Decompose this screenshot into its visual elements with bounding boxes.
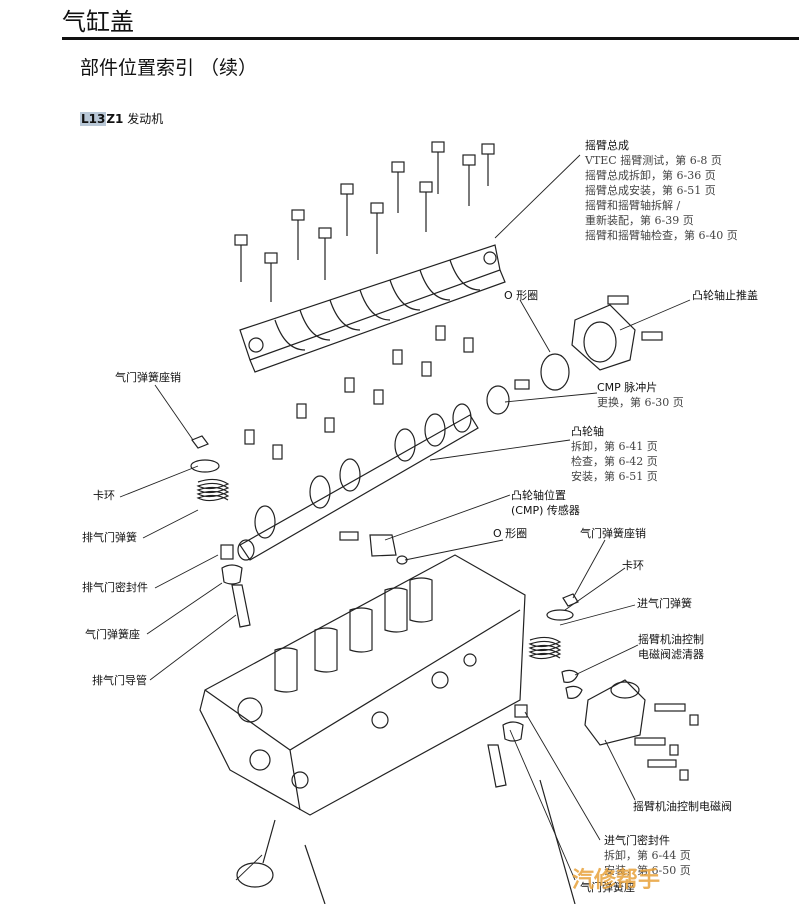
- callout-exhaust-spring: 排气门弹簧: [82, 531, 137, 544]
- cylinder-head: [199, 554, 526, 816]
- callout-rocker-arm-assembly: 摇臂总成 VTEC 摇臂测试，第 6-8 页 摇臂总成拆卸，第 6-36 页 摇…: [585, 138, 738, 243]
- engine-label: L13Z1 发动机: [80, 110, 163, 127]
- engine-text: 发动机: [123, 112, 164, 126]
- camshaft-title: 凸轮轴: [571, 425, 604, 438]
- rocker-assy-ref-5: 重新装配，第 6-39 页: [585, 214, 694, 227]
- left-valve-parts: [190, 435, 251, 628]
- camshaft-ref-1: 拆卸，第 6-41 页: [571, 440, 658, 453]
- leader-lines: [119, 154, 691, 881]
- callout-clip-right: 卡环: [622, 559, 644, 572]
- valves: [236, 779, 576, 904]
- callout-valve-spring-seat: 气门弹簧座: [85, 628, 140, 641]
- dowel-pins: [244, 325, 474, 460]
- oil-filter-line2: 电磁阀滤清器: [638, 648, 704, 661]
- callout-valve-spring-pin-left: 气门弹簧座销: [115, 371, 181, 384]
- rocker-assy-ref-1: VTEC 摇臂测试，第 6-8 页: [585, 154, 722, 167]
- callout-cmp-sensor: 凸轮轴位置 (CMP) 传感器: [511, 488, 580, 518]
- callout-camshaft: 凸轮轴 拆卸，第 6-41 页 检查，第 6-42 页 安装，第 6-51 页: [571, 424, 658, 484]
- cmp-sensor-title2: (CMP) 传感器: [511, 504, 580, 517]
- callout-valve-spring-seat-right: 气门弹簧座: [580, 881, 635, 894]
- cmp-pulse-plate: [486, 379, 530, 415]
- rocker-oil-control-solenoid: [561, 669, 699, 781]
- callout-valve-spring-pin-right: 气门弹簧座销: [580, 527, 646, 540]
- oil-filter-line1: 摇臂机油控制: [638, 633, 704, 646]
- callout-intake-seal: 进气门密封件 拆卸，第 6-44 页 安装，第 6-50 页: [604, 833, 691, 878]
- watermark-logo: 汽修帮手: [572, 868, 661, 893]
- rocker-bolts: [234, 141, 495, 302]
- callout-o-ring-mid: O 形圈: [493, 527, 528, 540]
- o-ring-top: [540, 353, 570, 391]
- rocker-assy-ref-6: 摇臂和摇臂轴检查，第 6-40 页: [585, 229, 738, 242]
- callout-oil-filter: 摇臂机油控制 电磁阀滤清器: [638, 632, 704, 662]
- cam-thrust-cover: [571, 295, 663, 371]
- callout-o-ring-top: O 形圈: [504, 289, 539, 302]
- cmp-pulse-title: CMP 脉冲片: [597, 381, 658, 394]
- cmp-sensor-title: 凸轮轴位置: [511, 489, 566, 502]
- rocker-assy-ref-4: 摇臂和摇臂轴拆解 /: [585, 199, 681, 212]
- callout-cam-thrust-cover: 凸轮轴止推盖: [692, 289, 758, 302]
- page-title: 气缸盖: [62, 8, 134, 36]
- cmp-pulse-ref: 更换，第 6-30 页: [597, 396, 684, 409]
- rocker-arm-assembly: [239, 244, 506, 373]
- callout-clip-left: 卡环: [93, 489, 115, 502]
- right-valve-parts: [487, 593, 579, 788]
- title-rule: [62, 37, 799, 40]
- rocker-assy-title: 摇臂总成: [585, 139, 629, 152]
- camshaft-ref-2: 检查，第 6-42 页: [571, 455, 658, 468]
- rocker-assy-ref-2: 摇臂总成拆卸，第 6-36 页: [585, 169, 716, 182]
- intake-seal-title: 进气门密封件: [604, 834, 670, 847]
- rocker-assy-ref-3: 摇臂总成安装，第 6-51 页: [585, 184, 716, 197]
- camshaft: [237, 403, 479, 561]
- engine-code-highlight: L13: [80, 112, 107, 126]
- callout-oil-solenoid: 摇臂机油控制电磁阀: [633, 800, 732, 813]
- intake-seal-ref-2: 安装，第 6-50 页: [604, 864, 691, 877]
- callout-exhaust-seal: 排气门密封件: [82, 581, 148, 594]
- section-title: 部件位置索引 （续）: [80, 57, 258, 79]
- callout-cmp-pulse-plate: CMP 脉冲片 更换，第 6-30 页: [597, 380, 684, 410]
- callout-exhaust-guide: 排气门导管: [92, 674, 147, 687]
- cmp-sensor: [339, 531, 408, 565]
- intake-seal-ref-1: 拆卸，第 6-44 页: [604, 849, 691, 862]
- camshaft-ref-3: 安装，第 6-51 页: [571, 470, 658, 483]
- callout-intake-spring: 进气门弹簧: [637, 597, 692, 610]
- engine-code-rest: Z1: [106, 112, 124, 126]
